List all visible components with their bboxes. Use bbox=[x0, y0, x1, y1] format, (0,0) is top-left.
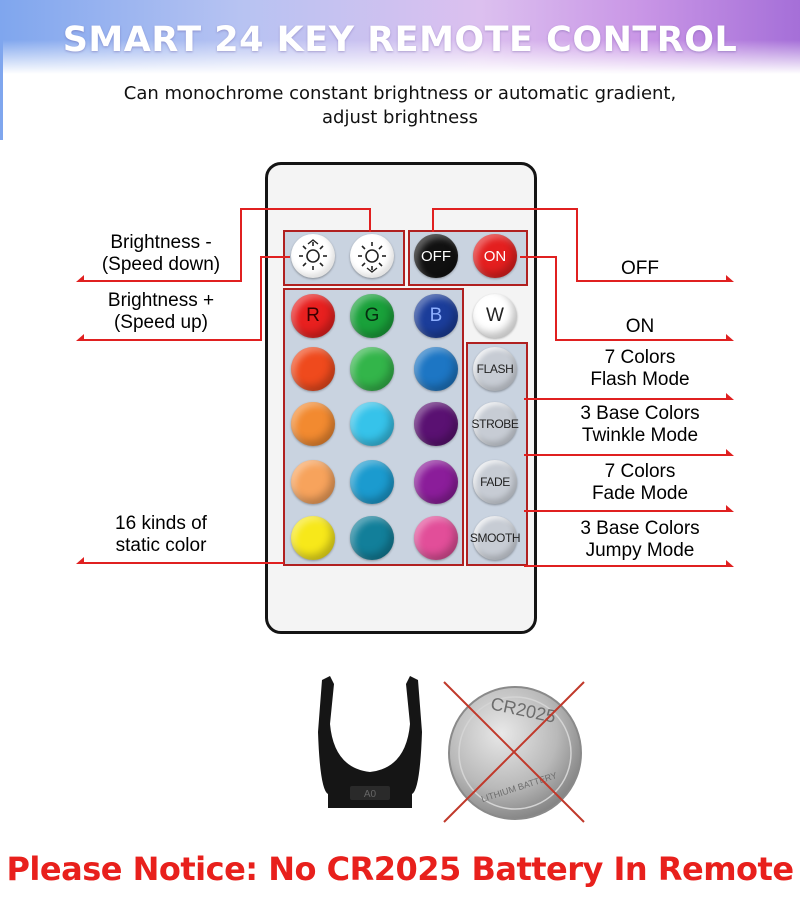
label-on: ON bbox=[625, 316, 655, 337]
clip-marking: A0 bbox=[364, 789, 377, 800]
color-key-g[interactable]: G bbox=[350, 294, 394, 338]
brightness-down-icon bbox=[299, 239, 327, 270]
label-smooth-mode: 3 Base Colors Jumpy Mode bbox=[580, 518, 700, 561]
page-title: SMART 24 KEY REMOTE CONTROL bbox=[62, 20, 738, 60]
header-banner bbox=[0, 0, 800, 74]
page-subtitle: Can monochrome constant brightness or au… bbox=[0, 82, 800, 130]
color-key[interactable] bbox=[414, 460, 458, 504]
color-key-b[interactable]: B bbox=[414, 294, 458, 338]
color-key[interactable] bbox=[350, 347, 394, 391]
color-key[interactable] bbox=[414, 402, 458, 446]
battery-clip-icon: A0 bbox=[318, 676, 422, 808]
brightness-up-button[interactable] bbox=[350, 234, 394, 278]
brightness-down-button[interactable] bbox=[291, 234, 335, 278]
mode-key-fade[interactable]: FADE bbox=[473, 460, 517, 504]
label-off: OFF bbox=[621, 258, 659, 279]
color-key[interactable] bbox=[291, 347, 335, 391]
color-key-w[interactable]: W bbox=[473, 294, 517, 338]
mode-key-strobe[interactable]: STROBE bbox=[472, 402, 519, 446]
label-strobe-mode: 3 Base Colors Twinkle Mode bbox=[580, 403, 700, 446]
off-button[interactable]: OFF bbox=[414, 234, 458, 278]
color-key[interactable] bbox=[414, 516, 458, 560]
brightness-up-icon bbox=[358, 242, 386, 273]
color-key[interactable] bbox=[350, 516, 394, 560]
color-key-r[interactable]: R bbox=[291, 294, 335, 338]
subtitle-line-1: Can monochrome constant brightness or au… bbox=[123, 83, 677, 104]
on-button[interactable]: ON bbox=[473, 234, 517, 278]
left-edge-accent bbox=[0, 30, 3, 140]
mode-key-smooth[interactable]: SMOOTH bbox=[470, 516, 521, 560]
label-brightness-down: Brightness - (Speed down) bbox=[101, 232, 221, 275]
subtitle-line-2: adjust brightness bbox=[322, 107, 478, 128]
mode-key-flash[interactable]: FLASH bbox=[473, 347, 517, 391]
color-key[interactable] bbox=[291, 460, 335, 504]
label-fade-mode: 7 Colors Fade Mode bbox=[591, 461, 689, 504]
color-key[interactable] bbox=[291, 402, 335, 446]
color-key[interactable] bbox=[414, 347, 458, 391]
label-static-color: 16 kinds of static color bbox=[115, 513, 207, 556]
color-key[interactable] bbox=[350, 460, 394, 504]
label-brightness-up: Brightness + (Speed up) bbox=[107, 290, 215, 333]
label-flash-mode: 7 Colors Flash Mode bbox=[590, 347, 690, 390]
color-key[interactable] bbox=[291, 516, 335, 560]
notice-text: Please Notice: No CR2025 Battery In Remo… bbox=[6, 850, 794, 888]
color-key[interactable] bbox=[350, 402, 394, 446]
coin-battery-icon: CR2025 LITHIUM BATTERY bbox=[443, 681, 585, 823]
